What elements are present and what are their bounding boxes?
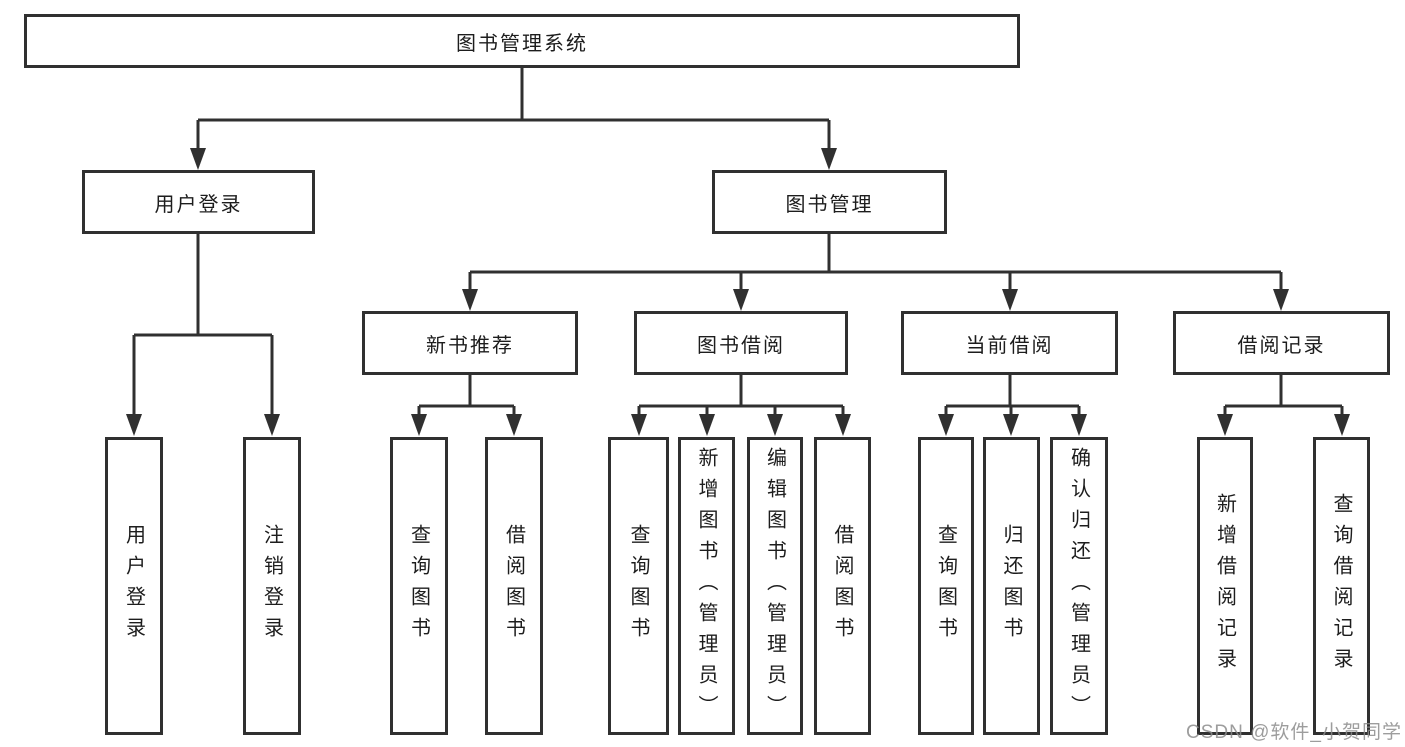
- arrowhead: [733, 289, 749, 311]
- node-label: 注销登录: [260, 524, 283, 648]
- node-label: 查询图书: [934, 524, 957, 648]
- arrowhead: [1071, 414, 1087, 436]
- arrowhead: [1217, 414, 1233, 436]
- node-label: 借阅记录: [1237, 334, 1326, 357]
- node-label: 新增借阅记录: [1213, 493, 1236, 679]
- node-borrow-books-rec: 借阅图书: [485, 437, 543, 735]
- arrowhead: [264, 414, 280, 436]
- arrowhead: [506, 414, 522, 436]
- edge-root-to-level2: [196, 66, 831, 152]
- arrowhead: [835, 414, 851, 436]
- node-current-borrowing: 当前借阅: [901, 311, 1118, 375]
- node-label: 新增图书（管理员）: [695, 446, 717, 726]
- node-label: 用户登录: [122, 524, 145, 648]
- node-library-management-system: 图书管理系统: [24, 14, 1020, 68]
- node-book-borrowing: 图书借阅: [634, 311, 848, 375]
- node-query-books-rec: 查询图书: [390, 437, 448, 735]
- node-label: 新书推荐: [426, 334, 514, 357]
- csdn-watermark: CSDN @软件_小贺同学: [1186, 722, 1402, 743]
- node-label: 图书管理系统: [456, 32, 588, 55]
- arrowhead: [699, 414, 715, 436]
- node-label: 查询借阅记录: [1330, 493, 1352, 679]
- node-confirm-return-admin: 确认归还（管理员）: [1050, 437, 1108, 735]
- edge-bookmgmt-to-level3: [468, 233, 1283, 294]
- node-borrowing-records: 借阅记录: [1173, 311, 1390, 375]
- node-label: 借阅图书: [502, 524, 525, 648]
- node-user-login-leaf: 用户登录: [105, 437, 163, 735]
- node-return-books: 归还图书: [983, 437, 1040, 735]
- arrowhead: [462, 289, 478, 311]
- arrowhead: [411, 414, 427, 436]
- node-query-borrow-record: 查询借阅记录: [1313, 437, 1370, 735]
- arrowhead: [126, 414, 142, 436]
- edge-currentborrow-to-children: [944, 374, 1081, 418]
- node-label: 用户登录: [154, 193, 243, 216]
- edge-borrowrecords-to-children: [1223, 374, 1344, 418]
- node-label: 借阅图书: [831, 524, 853, 648]
- node-label: 编辑图书（管理员）: [763, 446, 786, 726]
- node-user-login: 用户登录: [82, 170, 315, 234]
- edge-newbookrec-to-children: [417, 374, 516, 418]
- node-label: 归还图书: [1000, 524, 1022, 648]
- node-label: 图书借阅: [697, 334, 785, 357]
- arrowhead: [190, 148, 206, 170]
- arrowhead: [631, 414, 647, 436]
- edge-userlogin-to-children: [132, 233, 274, 418]
- node-label: 确认归还（管理员）: [1067, 446, 1090, 726]
- node-book-management: 图书管理: [712, 170, 947, 234]
- node-query-books-borrowing: 查询图书: [608, 437, 669, 735]
- arrowhead: [1334, 414, 1350, 436]
- node-add-borrow-record: 新增借阅记录: [1197, 437, 1253, 735]
- node-label: 查询图书: [407, 524, 430, 648]
- arrowhead: [1273, 289, 1289, 311]
- arrowhead: [821, 148, 837, 170]
- node-new-book-recommendation: 新书推荐: [362, 311, 578, 375]
- arrowhead: [938, 414, 954, 436]
- arrowhead: [767, 414, 783, 436]
- arrowhead: [1002, 289, 1018, 311]
- node-label: 查询图书: [627, 524, 649, 648]
- node-borrow-books: 借阅图书: [814, 437, 871, 735]
- node-add-books-admin: 新增图书（管理员）: [678, 437, 735, 735]
- arrowhead: [1003, 414, 1019, 436]
- node-query-books-current: 查询图书: [918, 437, 974, 735]
- node-label: 当前借阅: [965, 334, 1054, 357]
- arrowheads: [126, 148, 1350, 436]
- node-edit-books-admin: 编辑图书（管理员）: [747, 437, 803, 735]
- edge-bookborrow-to-children: [637, 374, 845, 418]
- node-label: 图书管理: [785, 193, 874, 216]
- node-logout: 注销登录: [243, 437, 301, 735]
